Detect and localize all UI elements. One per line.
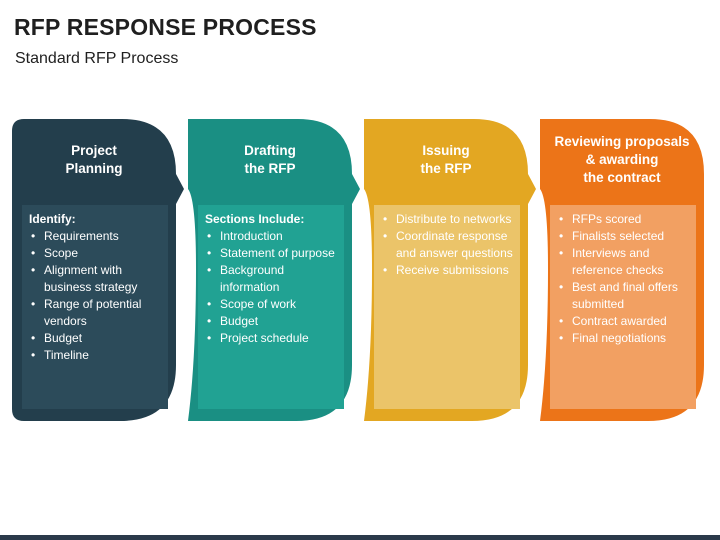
list-item: Alignment with business strategy xyxy=(29,262,162,296)
list-item: Background information xyxy=(205,262,338,296)
list-item: Budget xyxy=(205,313,338,330)
list-item: Receive submissions xyxy=(381,262,514,279)
list-item: Coordinate response and answer questions xyxy=(381,228,514,262)
list-item: Introduction xyxy=(205,228,338,245)
stage-title: Project Planning xyxy=(65,143,123,176)
stage-title: Drafting the RFP xyxy=(244,143,296,176)
stage-project-planning: Project Planning Identify: Requirements … xyxy=(12,119,184,421)
panel-heading: Identify: xyxy=(29,212,76,226)
list-item: Distribute to networks xyxy=(381,211,514,228)
list-item: Best and final offers submitted xyxy=(557,279,690,313)
list-item: Timeline xyxy=(29,347,162,364)
stage-panel: Distribute to networks Coordinate respon… xyxy=(374,205,520,409)
list-item: Scope xyxy=(29,245,162,262)
list-item: Finalists selected xyxy=(557,228,690,245)
stage-panel: Sections Include: Introduction Statement… xyxy=(198,205,344,409)
list-item: Statement of purpose xyxy=(205,245,338,262)
stage-title: Reviewing proposals & awarding the contr… xyxy=(554,134,690,185)
list-item: Scope of work xyxy=(205,296,338,313)
list-item: Range of potential vendors xyxy=(29,296,162,330)
stage-panel: Identify: Requirements Scope Alignment w… xyxy=(22,205,168,409)
page-title: RFP RESPONSE PROCESS xyxy=(14,14,317,40)
stage-drafting-rfp: Drafting the RFP Sections Include: Intro… xyxy=(188,119,360,421)
list-item: Project schedule xyxy=(205,330,338,347)
list-item: Requirements xyxy=(29,228,162,245)
page-subtitle: Standard RFP Process xyxy=(15,50,179,67)
list-item: Interviews and reference checks xyxy=(557,245,690,279)
list-item: RFPs scored xyxy=(557,211,690,228)
panel-heading: Sections Include: xyxy=(205,212,305,226)
stage-issuing-rfp: Issuing the RFP Distribute to networks C… xyxy=(364,119,536,421)
footer-bar xyxy=(0,535,720,540)
stage-reviewing-proposals: Reviewing proposals & awarding the contr… xyxy=(540,119,712,421)
list-item: Final negotiations xyxy=(557,330,690,347)
list-item: Budget xyxy=(29,330,162,347)
stage-panel: RFPs scored Finalists selected Interview… xyxy=(550,205,696,409)
stage-title: Issuing the RFP xyxy=(420,143,472,176)
list-item: Contract awarded xyxy=(557,313,690,330)
